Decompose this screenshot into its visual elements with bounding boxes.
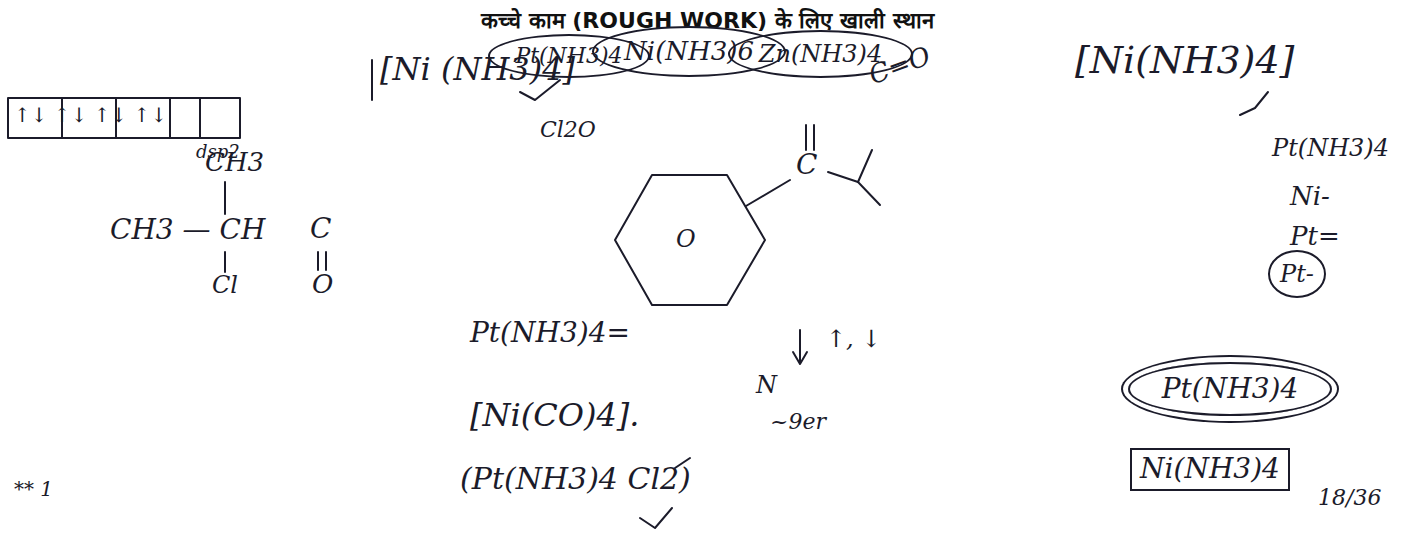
formula-text: Ni(NH3)6 [624,37,754,66]
carbon-chain: CH3 — CH [110,215,265,246]
charge-note: Pt= [1290,222,1340,251]
complex-formula: [Ni(NH3)4] [1075,40,1294,82]
ring-label: O [676,226,696,252]
orbital-box [8,98,240,138]
page-heading: कच्चे काम (ROUGH WORK) के लिए खाली स्थान [481,4,934,34]
question-number: ** 1 [14,478,53,500]
check-mark [1240,92,1268,115]
charge-note: Ni- [1290,182,1330,211]
scribble: ~9er [770,410,826,434]
boxed-formula: Ni(NH3)4 [1130,448,1290,491]
formula-text: Ni(NH3)4 [1140,454,1280,485]
methyl-group: CH3 [205,148,264,177]
circled-formula: Ni(NH3)6 [592,26,786,77]
spin-arrows: ↑, ↓ [826,326,881,352]
nitrogen-atom: N [756,372,777,398]
circled-formula: Pt- [1268,250,1326,298]
chlorine-atom: Cl [212,272,238,298]
carbon-atom: C [796,150,817,181]
circled-formula: Pt(NH3)4 [1128,362,1332,416]
circled-formula: Zn(NH3)4 [728,30,913,78]
benzene-ring [615,175,765,305]
formula-text: Pt- [1280,261,1314,287]
check-mark [640,508,672,528]
formula-text: Pt(NH3)4 [1162,374,1299,405]
complex-formula: Pt(NH3)4 [1272,135,1389,161]
formula-text: Pt(NH3)4 [515,44,622,68]
page-number: 18/36 [1318,486,1381,510]
oxygen-atom: O [312,270,333,299]
complex-formula: [Ni(CO)4]. [470,398,639,433]
complex-formula: Pt(NH3)4= [470,318,630,349]
formula-text: Zn(NH3)4 [759,41,882,67]
carbon-atom: C [310,214,331,245]
orbital-arrows: ↑↓ ↑↓ ↑↓ ↑↓ [14,104,167,126]
crossed-formula: Cl2O [540,118,596,142]
complex-formula: (Pt(NH3)4 Cl2) [460,462,691,495]
